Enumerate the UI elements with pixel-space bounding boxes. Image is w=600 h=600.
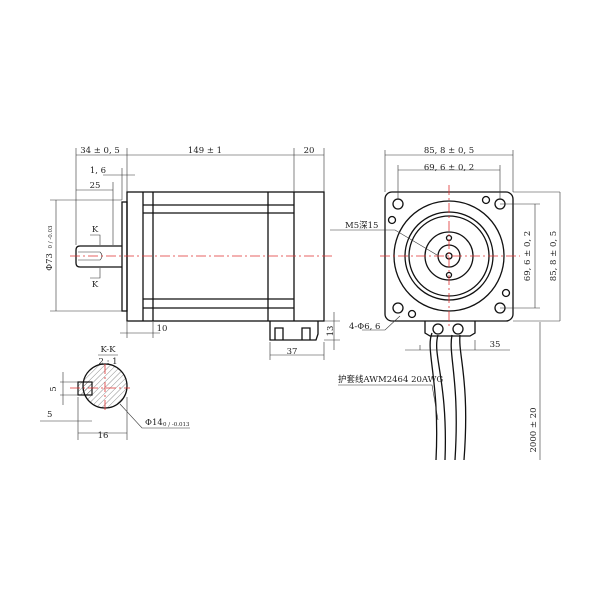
dim-cable-length: 2000 ± 20 xyxy=(529,408,539,453)
dim-pilot-dia: Φ73 xyxy=(45,253,55,271)
dim-shaft-flat: 16 xyxy=(98,431,109,441)
dim-shaft-dia: Φ14 xyxy=(145,418,163,428)
label-thread: M5深15 xyxy=(345,221,378,231)
dim-key-length: 25 xyxy=(90,181,101,191)
dim-hole-pitch: 69, 6 ± 0, 2 xyxy=(424,163,474,173)
section-title: K-K xyxy=(101,345,117,355)
dim-key-width: 5 xyxy=(49,386,59,391)
dim-overall-shaft: 34 ± 0, 5 xyxy=(80,146,120,156)
dim-body-length: 149 ± 1 xyxy=(188,146,222,156)
side-view: 34 ± 0, 5 149 ± 1 20 1, 6 25 K K Φ73 0 /… xyxy=(45,146,340,360)
section-mark-top: K xyxy=(92,225,99,235)
label-cable: 护套线AWM2464 20AWG xyxy=(338,374,443,385)
section-mark-bottom: K xyxy=(92,280,99,290)
front-view: 85, 8 ± 0, 5 69, 6 ± 0, 2 M5深15 69, 6 ± … xyxy=(330,146,561,461)
dim-connector-width: 37 xyxy=(287,347,298,357)
dim-key-depth: 5 xyxy=(47,410,52,420)
dim-rear: 20 xyxy=(304,146,315,156)
dim-hole-pitch-vertical: 69, 6 ± 0, 2 xyxy=(523,231,533,281)
dim-width: 85, 8 ± 0, 5 xyxy=(424,146,474,156)
dim-shaft-tolerance: 0 / -0.013 xyxy=(163,422,190,428)
dim-flange-depth: 10 xyxy=(157,324,168,334)
label-mount-holes: 4-Φ6, 6 xyxy=(349,322,380,332)
dim-cable-offset: 35 xyxy=(490,340,501,350)
section-scale: 2 : 1 xyxy=(98,357,117,367)
dim-height-vertical: 85, 8 ± 0, 5 xyxy=(549,231,559,281)
dim-pilot-tolerance: 0 / -0.03 xyxy=(48,225,54,248)
dim-flange-step: 1, 6 xyxy=(90,166,106,176)
dim-connector-height: 13 xyxy=(326,326,336,337)
section-view: K-K 2 : 1 5 5 16 Φ14 0 / -0.013 xyxy=(40,345,190,441)
